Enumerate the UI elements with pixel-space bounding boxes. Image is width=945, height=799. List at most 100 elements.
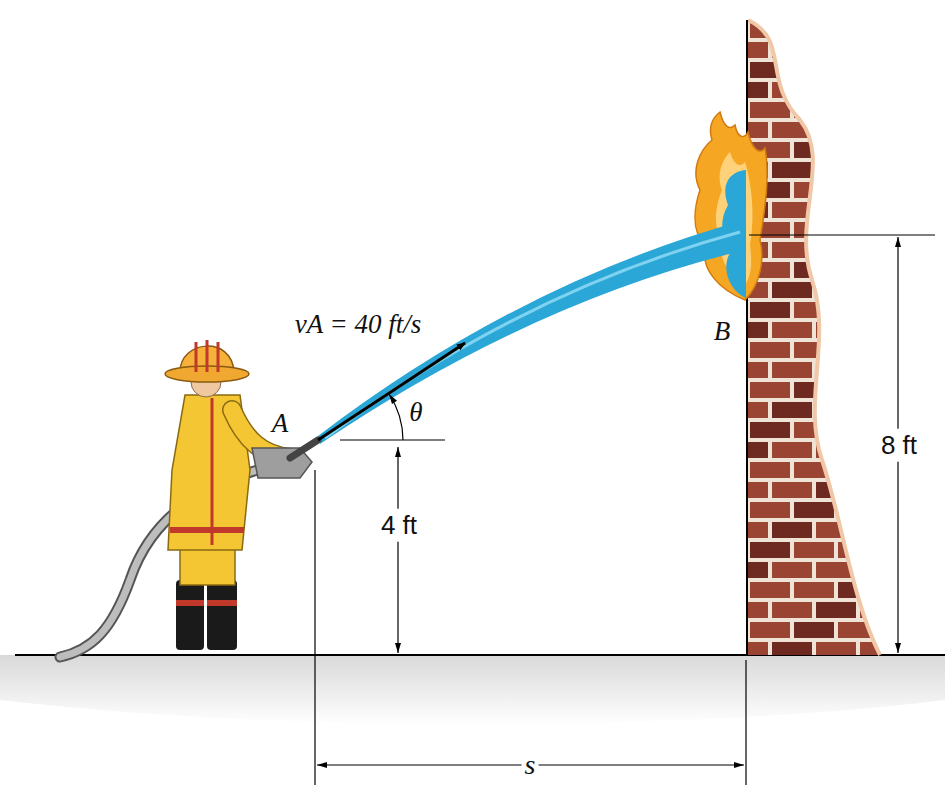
brick-wall-part-part xyxy=(794,262,834,278)
brick-wall-part-part xyxy=(860,42,900,58)
brick-wall-part-part xyxy=(816,322,856,338)
brick-wall-part xyxy=(746,20,748,655)
brick-wall-part-part xyxy=(838,182,878,198)
brick-wall-part-part xyxy=(816,282,856,298)
brick-wall-part-part xyxy=(748,140,888,160)
brick-wall-part-part xyxy=(748,160,888,180)
brick-wall-part-part xyxy=(860,82,900,98)
brick-wall-part-part xyxy=(772,402,812,418)
brick-wall-part-part xyxy=(838,462,878,478)
brick-wall-part-part xyxy=(882,582,922,598)
brick-wall-part-part xyxy=(748,200,888,220)
brick-wall-part-part xyxy=(794,222,834,238)
brick-wall-part-part xyxy=(860,402,900,418)
brick-wall-part-part xyxy=(882,22,922,38)
brick-wall-part-part xyxy=(772,42,812,58)
firefighter-part xyxy=(211,398,214,545)
brick-wall-part-part xyxy=(882,62,922,78)
brick-wall-part-part xyxy=(748,500,888,520)
brick-wall-part-part xyxy=(772,482,812,498)
brick-wall-part-part xyxy=(882,502,922,518)
brick-wall-part-part xyxy=(816,362,856,378)
brick-wall-part-part xyxy=(794,502,834,518)
brick-wall-part-part xyxy=(816,42,856,58)
brick-wall-part-part xyxy=(748,100,888,120)
dimension-label: s xyxy=(522,748,539,783)
brick-wall-part-part xyxy=(772,442,812,458)
brick-wall-part-part xyxy=(882,222,922,238)
brick-wall-part-part xyxy=(750,542,790,558)
brick-wall-part-part xyxy=(748,560,888,580)
brick-wall-part-part xyxy=(838,142,878,158)
brick-wall-part-part xyxy=(860,522,900,538)
brick-wall-part-part xyxy=(750,102,790,118)
brick-wall-part-part xyxy=(860,282,900,298)
brick-wall-part-part xyxy=(772,642,812,658)
brick-wall-part-part xyxy=(816,482,856,498)
brick-wall-part-part xyxy=(794,102,834,118)
brick-wall-part-part xyxy=(838,382,878,398)
symbol-label: B xyxy=(714,317,731,347)
brick-wall-part-part xyxy=(860,362,900,378)
brick-wall-part-part xyxy=(772,522,812,538)
water-stream xyxy=(318,170,746,444)
brick-wall-part-part xyxy=(748,260,888,280)
brick-wall-part-part xyxy=(750,422,790,438)
brick-wall-part-part xyxy=(860,242,900,258)
brick-wall-part-part xyxy=(816,242,856,258)
brick-wall-part-part xyxy=(748,600,888,620)
brick-wall-part-part xyxy=(772,362,812,378)
brick-wall-part-part xyxy=(750,582,790,598)
brick-wall-part-part xyxy=(794,302,834,318)
brick-wall-part-part xyxy=(748,400,888,420)
brick-wall-part-part xyxy=(816,602,856,618)
brick-wall-part-part xyxy=(794,542,834,558)
brick-wall xyxy=(728,20,922,660)
brick-wall-part-part xyxy=(772,162,812,178)
symbol-label: vA = 40 ft/s xyxy=(295,310,421,340)
brick-wall-part-part xyxy=(748,80,888,100)
brick-wall-part-part xyxy=(838,62,878,78)
brick-wall-part-part xyxy=(860,602,900,618)
dimension-lines-part xyxy=(745,660,746,785)
brick-wall-part-part xyxy=(860,122,900,138)
brick-wall-part-part xyxy=(882,262,922,278)
brick-wall-part-part xyxy=(816,162,856,178)
ground-part xyxy=(0,655,945,724)
brick-wall-part-part xyxy=(816,202,856,218)
brick-wall-part-part xyxy=(882,182,922,198)
brick-wall-part-part xyxy=(882,102,922,118)
fire xyxy=(695,112,767,300)
angle-mark-part xyxy=(389,394,403,440)
firefighter-part xyxy=(207,600,237,606)
brick-wall-part-part xyxy=(748,480,888,500)
brick-wall-part-part xyxy=(750,462,790,478)
brick-wall-part-part xyxy=(882,382,922,398)
brick-wall-part xyxy=(748,20,880,655)
brick-wall-part-part xyxy=(838,22,878,38)
brick-wall-part-part xyxy=(794,62,834,78)
brick-wall-part-part xyxy=(816,122,856,138)
brick-wall-part-part xyxy=(882,622,922,638)
brick-wall-part-part xyxy=(838,502,878,518)
brick-wall-part-part xyxy=(838,342,878,358)
brick-wall-part-part xyxy=(794,622,834,638)
brick-wall-part-part xyxy=(750,302,790,318)
ground xyxy=(0,655,945,724)
dimension-lines-part xyxy=(749,234,935,235)
dimension-label: 8 ft xyxy=(878,429,920,462)
dimension-lines-part xyxy=(397,447,398,653)
symbol-label: θ xyxy=(409,398,422,428)
brick-wall-part-part xyxy=(748,180,888,200)
firefighter-part xyxy=(170,527,244,533)
brick-wall-part-part xyxy=(772,562,812,578)
brick-wall-part-part xyxy=(838,102,878,118)
brick-wall-part-part xyxy=(750,382,790,398)
brick-wall-part-part xyxy=(748,540,888,560)
brick-wall-part-part xyxy=(794,22,834,38)
velocity-arrow xyxy=(318,343,465,440)
brick-wall-part-part xyxy=(882,142,922,158)
brick-wall-part-part xyxy=(882,542,922,558)
